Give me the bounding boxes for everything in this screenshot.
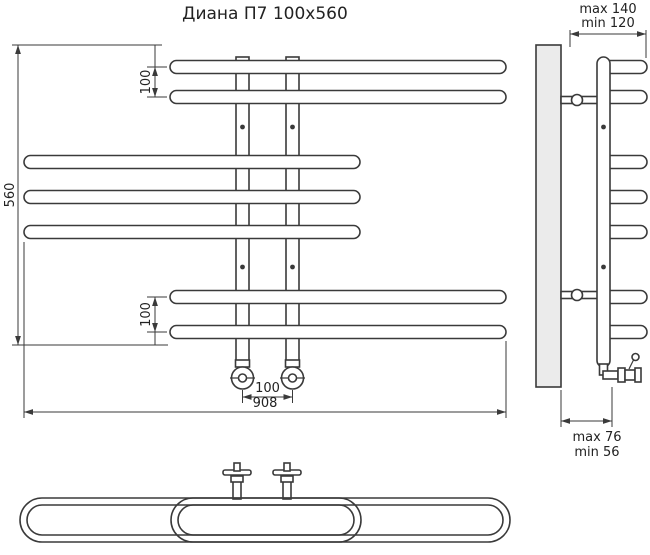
rail-stub	[602, 59, 648, 75]
valve-handle-nub	[283, 462, 291, 472]
side-riser-pipe	[596, 56, 611, 368]
plan-rail-outline-right-inner	[177, 504, 504, 536]
weld-dot	[290, 264, 295, 270]
valve-nut	[234, 359, 251, 368]
rail	[169, 324, 507, 340]
drawing-title: Диана П7 100x560	[182, 4, 348, 24]
valve-nut	[617, 367, 626, 383]
valve-center	[287, 373, 298, 383]
valve-nut	[280, 475, 294, 483]
weld-dot	[601, 264, 606, 270]
plan-valve-right	[272, 462, 302, 500]
valve-center	[237, 373, 248, 383]
dim-height-label: 560	[3, 183, 18, 208]
valve-nut	[634, 367, 642, 383]
dim-valve-offset-min-label: min 56	[574, 445, 619, 460]
valve-left	[230, 359, 255, 390]
rail	[169, 59, 507, 75]
dim-bottom-spacing-label: 100	[139, 302, 154, 327]
valve-stem	[282, 480, 292, 500]
plan-valve-left	[222, 462, 252, 500]
dim-top-spacing-label: 100	[139, 70, 154, 95]
rail	[169, 89, 507, 105]
dim-depth-max-label: max 140	[579, 2, 636, 17]
bracket-knob	[570, 288, 584, 302]
valve-handle-knob	[631, 352, 640, 362]
wall-bracket-bottom	[560, 288, 599, 302]
dimension-width-908: 908	[23, 242, 507, 418]
plan-rail-outline-left-inner	[26, 504, 355, 536]
dimension-top-spacing-100: 100	[139, 45, 167, 98]
valve-right	[280, 359, 305, 390]
rail-stub	[602, 89, 648, 105]
weld-dot	[240, 124, 245, 130]
rail	[23, 189, 361, 205]
wall-plate	[535, 44, 562, 388]
rail-stub	[602, 224, 648, 240]
valve-nut	[230, 475, 244, 483]
rail-stub	[602, 289, 648, 305]
dim-width-label: 908	[253, 396, 278, 411]
rail-stub	[602, 324, 648, 340]
rail	[23, 154, 361, 170]
weld-dot	[601, 124, 606, 130]
valve-body	[624, 369, 636, 381]
dimension-bottom-spacing-100: 100	[139, 296, 167, 345]
dim-depth-min-label: min 120	[581, 16, 634, 31]
rail-stub	[602, 189, 648, 205]
dimension-depth: max 140 min 120	[569, 2, 647, 58]
dimension-valve-offset: max 76 min 56	[560, 387, 622, 460]
dimension-height-560: 560	[3, 44, 168, 346]
side-valve	[598, 352, 642, 383]
plan-rail-outline-right-outer	[170, 497, 511, 543]
valve-stem	[232, 480, 242, 500]
bracket-knob	[570, 93, 584, 107]
plan-view	[19, 462, 511, 543]
valve-handle-stem	[628, 358, 635, 370]
dimension-valve-spacing-100: 100	[242, 381, 293, 403]
weld-dot	[290, 124, 295, 130]
valve-nut	[284, 359, 301, 368]
rail-stub	[602, 154, 648, 170]
rail	[169, 289, 507, 305]
weld-dot	[240, 264, 245, 270]
front-view: 560 100 100 100	[3, 44, 507, 418]
rail	[23, 224, 361, 240]
side-view: max 140 min 120 max 76 min 56	[535, 2, 648, 460]
dim-valve-spacing-label: 100	[255, 381, 280, 396]
valve-pipe	[602, 370, 619, 380]
dim-valve-offset-max-label: max 76	[573, 430, 622, 445]
wall-bracket-top	[560, 93, 599, 107]
valve-handle-nub	[233, 462, 241, 472]
